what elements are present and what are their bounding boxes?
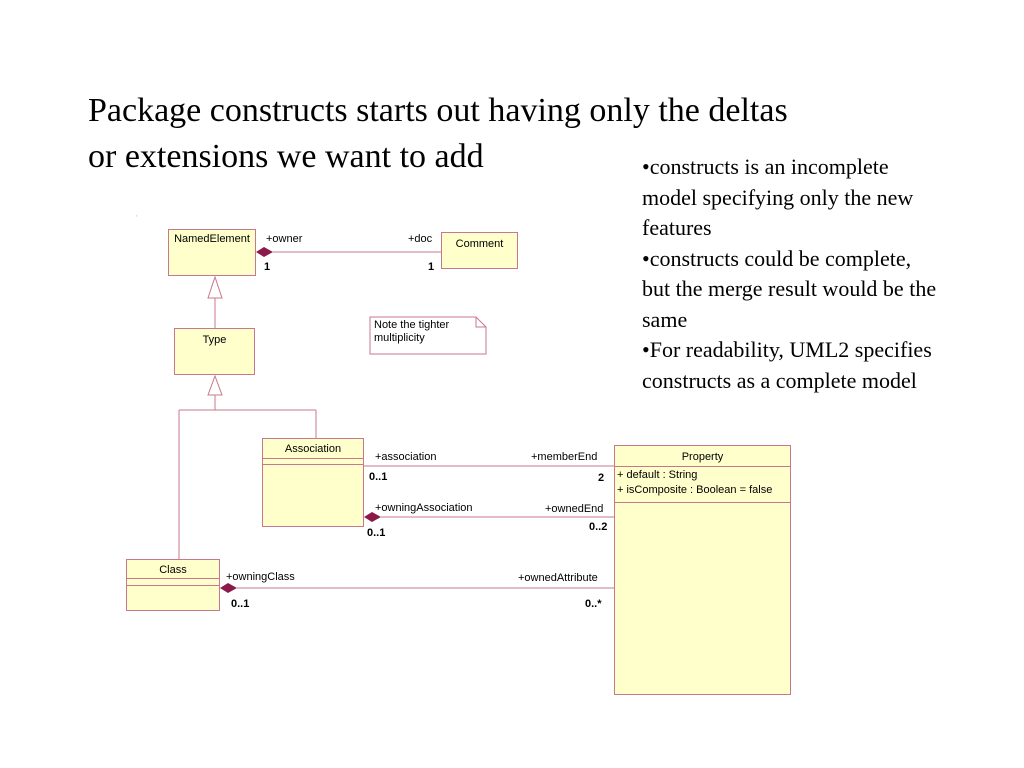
mult-association: 0..1 [369,471,388,483]
mult-owningassociation: 0..1 [367,527,386,539]
note-fold [475,317,486,328]
attribute-iscomposite: + isComposite : Boolean = false [617,484,773,496]
generalization-arrowhead [207,275,223,299]
mult-owner: 1 [264,261,271,273]
role-owningassociation: +owningAssociation [375,502,473,514]
class-name: Type [202,334,227,346]
slide-title-line-1: Package constructs starts out having onl… [88,92,788,129]
class-name: NamedElement [174,233,250,245]
class-class: Class [126,559,220,611]
compartment-divider [615,502,790,503]
composition-diamond [256,247,273,257]
mult-doc: 1 [428,261,435,273]
mult-memberend: 2 [598,472,605,484]
role-owningclass: +owningClass [226,571,295,583]
note: Note the tighter multiplicity [370,317,486,354]
class-name: Association [284,443,342,455]
attribute-default: + default : String [617,469,698,481]
role-association: +association [375,451,437,463]
role-owner: +owner [266,233,303,245]
class-name: Property [681,451,724,463]
role-ownedend: +ownedEnd [545,503,604,515]
role-doc: +doc [408,233,433,245]
property-class: Property + default : String + isComposit… [614,445,791,695]
namedelement-class: NamedElement [168,229,256,276]
type-class: Type [174,328,255,375]
generalization-arrowhead [207,374,223,396]
bullet-list: •constructs is an incomplete model speci… [642,152,942,396]
note-text: Note the tighter multiplicity [374,319,450,344]
note-shape [369,316,487,355]
composition-diamond [364,512,381,522]
bullet-item: •constructs is an incomplete model speci… [642,154,914,240]
composition-diamond [220,583,237,593]
class-name: Comment [455,238,504,250]
comment-class: Comment [441,232,518,269]
compartment-divider [263,464,363,465]
bullet-item: •constructs could be complete, but the m… [642,245,937,332]
mult-owningclass: 0..1 [231,598,250,610]
role-ownedattribute: +ownedAttribute [518,572,598,584]
compartment-divider [127,578,219,579]
role-memberend: +memberEnd [531,451,598,463]
compartment-divider [263,458,363,459]
slide-title-line-2: or extensions we want to add [88,138,484,175]
class-name: Class [159,564,187,576]
slide-title: Package constructs starts out having onl… [88,88,928,180]
mult-ownedend: 0..2 [589,521,608,533]
compartment-divider [615,466,790,467]
stray-mark: , [136,212,138,218]
compartment-divider [127,585,219,586]
bullet-item: •For readability, UML2 specifies constru… [642,337,932,393]
mult-ownedattribute: 0..* [585,598,602,610]
association-class: Association [262,438,364,527]
